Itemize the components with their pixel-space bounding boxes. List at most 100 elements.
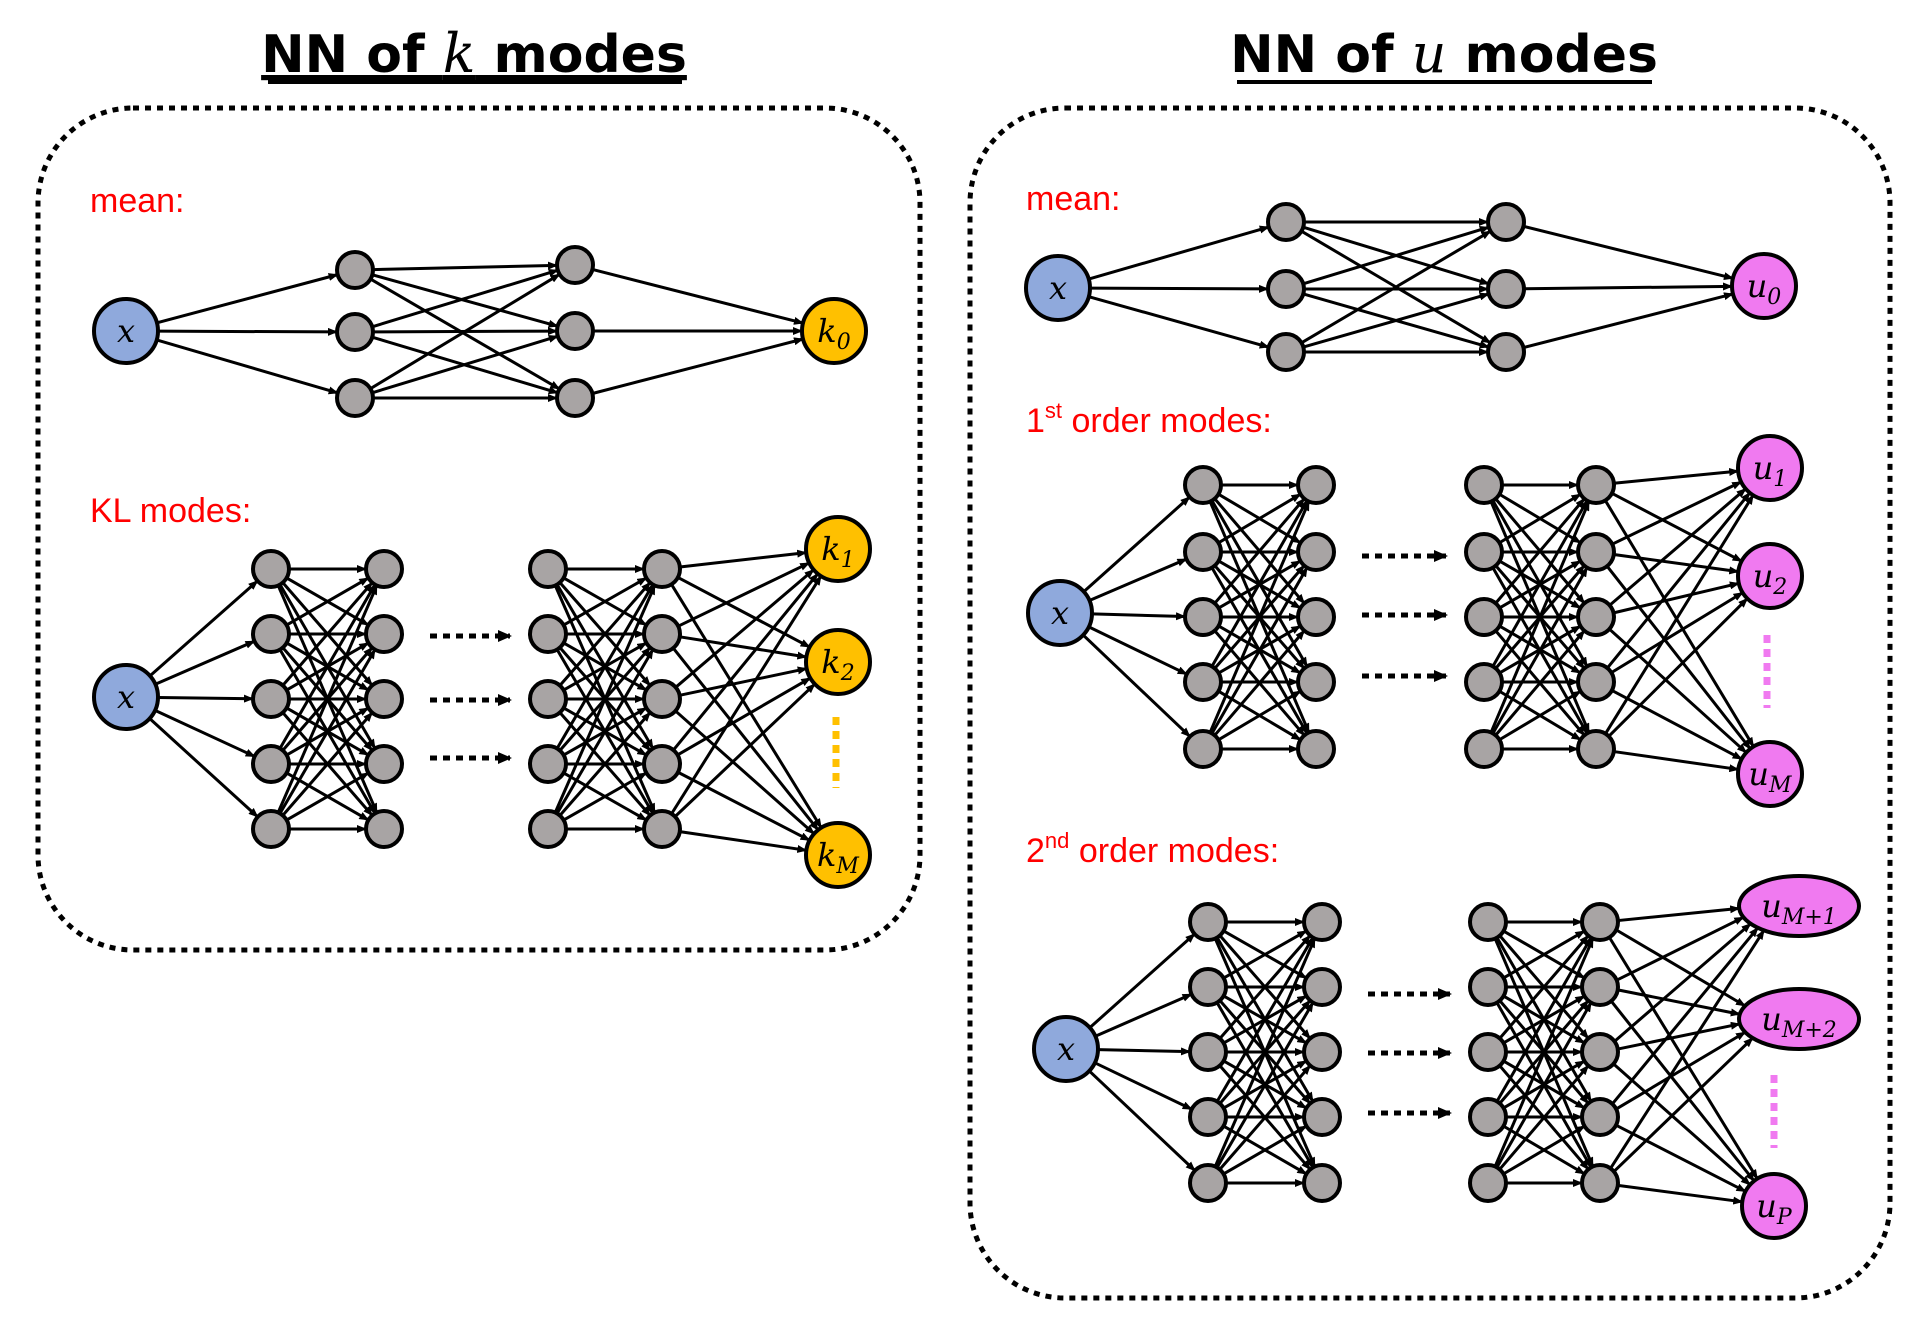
- output-label-u0: u0: [1747, 267, 1782, 310]
- connection-edge: [369, 273, 561, 390]
- hidden-node: [555, 378, 595, 418]
- connection-edge: [679, 549, 808, 569]
- hidden-node: [1468, 902, 1508, 942]
- hidden-node: [1580, 1032, 1620, 1072]
- connection-edge: [1218, 1064, 1312, 1171]
- hidden-node: [1266, 269, 1306, 309]
- u-title-prefix: NN of: [1230, 25, 1412, 85]
- hidden-node: [1188, 1032, 1228, 1072]
- connection-edge: [674, 682, 816, 818]
- hidden-node: [1183, 729, 1223, 769]
- connection-edge: [1607, 597, 1749, 738]
- hidden-node: [1580, 1163, 1620, 1203]
- connection-edge: [1611, 480, 1743, 546]
- hidden-node: [528, 679, 568, 719]
- output-node-u-second-order: [1737, 874, 1861, 938]
- output-node-k0: [800, 297, 868, 365]
- connection-edge: [1611, 926, 1759, 1105]
- connection-edge: [1208, 500, 1311, 734]
- connection-edge: [1502, 1124, 1586, 1176]
- output-label: k2: [821, 643, 854, 686]
- connection-edge: [1213, 937, 1317, 1168]
- connection-edge: [562, 576, 648, 627]
- connection-edge: [1617, 988, 1741, 1017]
- u-title-suffix: modes: [1446, 25, 1657, 85]
- connection-edge: [1617, 1183, 1744, 1205]
- connection-edge: [1612, 1036, 1754, 1173]
- output-label-k0: k0: [817, 312, 850, 355]
- connection-edge: [1523, 224, 1734, 281]
- hidden-node: [642, 679, 682, 719]
- connection-edge: [555, 648, 655, 815]
- connection-edge: [592, 267, 804, 325]
- connection-edge: [1088, 932, 1196, 1029]
- hidden-node: [251, 809, 291, 849]
- input-node: [92, 297, 160, 365]
- connection-edge: [553, 584, 657, 814]
- hidden-node: [1183, 662, 1223, 702]
- connection-edge: [562, 771, 648, 822]
- connection-edge: [372, 261, 559, 272]
- connection-edge: [1300, 229, 1492, 345]
- output-node-u-second-order: [1740, 1172, 1808, 1240]
- u-second-order-label: 2nd order modes:: [1026, 828, 1279, 870]
- connection-edge: [1613, 468, 1740, 485]
- hidden-node: [642, 809, 682, 849]
- hidden-node: [1486, 269, 1526, 309]
- connection-edge: [371, 273, 559, 328]
- hidden-node: [1580, 1097, 1620, 1137]
- connection-edge: [157, 694, 255, 703]
- hidden-node: [1468, 1163, 1508, 1203]
- connection-edge: [1082, 633, 1191, 738]
- k-mean-label: mean:: [90, 182, 185, 220]
- u-panel-title: NN of u modes: [1230, 22, 1658, 85]
- connection-edge: [1210, 566, 1309, 735]
- connection-edge: [1606, 491, 1751, 669]
- input-node: [1026, 579, 1094, 647]
- connection-edge: [1494, 497, 1586, 605]
- connection-edge: [1610, 591, 1744, 674]
- connection-edge: [285, 576, 370, 627]
- connection-edge: [278, 583, 377, 750]
- connection-edge: [157, 327, 339, 336]
- hidden-node: [1576, 465, 1616, 505]
- connection-edge: [369, 277, 561, 391]
- hidden-node: [1464, 597, 1504, 637]
- connection-edge: [1493, 937, 1595, 1168]
- connection-edge: [1217, 492, 1302, 545]
- hidden-node: [1302, 1097, 1342, 1137]
- connection-edge: [1222, 1124, 1308, 1176]
- connection-edge: [1491, 566, 1589, 735]
- connection-edge: [672, 647, 820, 831]
- connection-edge: [1498, 492, 1582, 545]
- connection-edge: [1089, 284, 1270, 293]
- connection-edge: [156, 273, 339, 325]
- output-node-u-second-order: [1737, 987, 1861, 1051]
- hidden-node: [642, 549, 682, 589]
- connection-edge: [278, 648, 377, 815]
- connection-edge: [1218, 934, 1312, 1040]
- connection-edge: [1615, 1123, 1747, 1193]
- connection-edge: [676, 676, 812, 757]
- output-node-k1: [804, 628, 872, 696]
- connection-edge: [148, 579, 259, 677]
- connection-edge: [679, 635, 808, 660]
- hidden-node: [1302, 902, 1342, 942]
- connection-edge: [1611, 689, 1743, 761]
- hidden-node: [528, 614, 568, 654]
- connection-edge: [1605, 565, 1752, 750]
- hidden-node: [1580, 902, 1620, 942]
- k-title-prefix: NN of: [261, 25, 443, 85]
- connection-edge: [1613, 750, 1740, 773]
- connection-edge: [1617, 905, 1741, 923]
- u-title-var: u: [1412, 22, 1447, 85]
- hidden-node: [251, 744, 291, 784]
- hidden-node: [1296, 729, 1336, 769]
- hidden-node: [1464, 465, 1504, 505]
- u-mean-label: mean:: [1026, 180, 1121, 218]
- input-label: x: [1049, 269, 1067, 307]
- k-panel-title: NN of k modes: [261, 22, 687, 85]
- connection-edge: [276, 584, 379, 814]
- connection-edge: [1097, 1047, 1192, 1056]
- hidden-node: [1188, 967, 1228, 1007]
